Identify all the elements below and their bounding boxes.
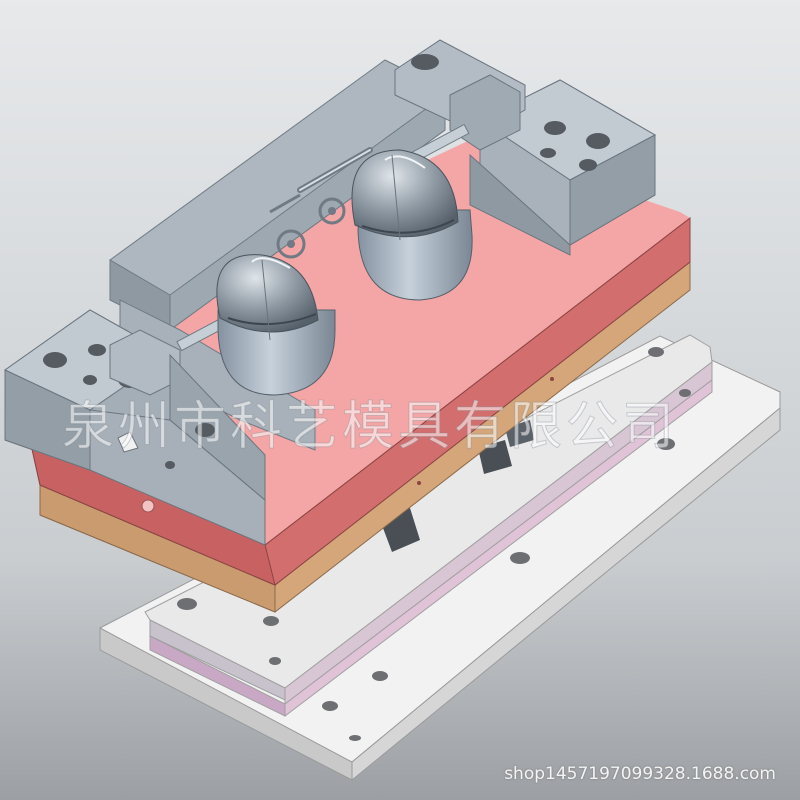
right-dome-core [351, 149, 473, 301]
company-watermark: 泉州市科艺模具有限公司 [61, 397, 679, 458]
left-dome-core [216, 254, 336, 396]
right-clamp-block [394, 39, 657, 256]
left-clamp-block [4, 309, 266, 546]
parting-line [264, 217, 691, 546]
runner-system [176, 123, 470, 352]
shop-url-watermark: shop1457197099328.1688.com [504, 764, 776, 784]
